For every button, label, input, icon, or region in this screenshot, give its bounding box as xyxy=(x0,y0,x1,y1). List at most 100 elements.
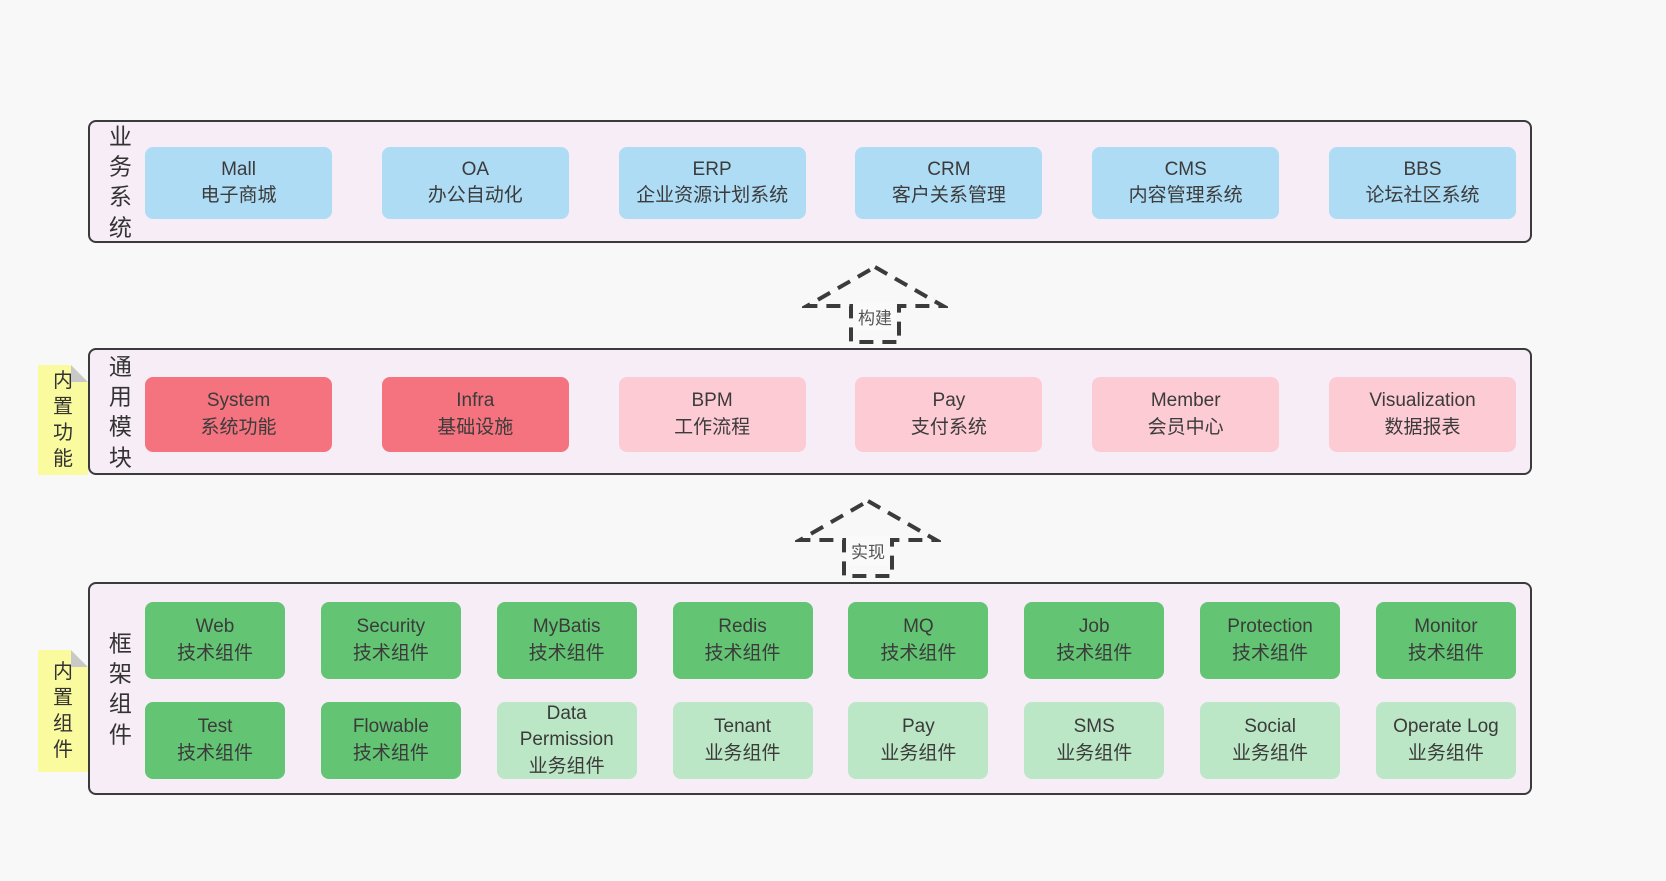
box-mybatis: MyBatis 技术组件 xyxy=(496,602,637,679)
dashed-up-arrow-icon xyxy=(802,264,948,344)
box-desc: 电子商城 xyxy=(200,185,277,206)
box-desc: 业务组件 xyxy=(1056,742,1133,764)
box-name: Test xyxy=(197,716,233,738)
box-desc: 业务组件 xyxy=(704,742,781,764)
box-infra: Infra 基础设施 xyxy=(381,377,569,452)
box-name: BPM xyxy=(691,390,733,412)
business-box-row: Mall 电子商城 OA 办公自动化 ERP 企业资源计划系统 CRM 客户关系… xyxy=(145,147,1516,219)
box-member: Member 会员中心 xyxy=(1092,377,1280,452)
box-crm: CRM 客户关系管理 xyxy=(855,147,1043,219)
box-desc: 业务组件 xyxy=(1407,742,1484,764)
folded-corner-icon xyxy=(71,650,88,667)
box-desc: 技术组件 xyxy=(176,642,253,664)
box-desc: 业务组件 xyxy=(880,742,957,764)
box-desc: 技术组件 xyxy=(352,642,429,664)
box-desc: 业务组件 xyxy=(1232,742,1309,764)
box-desc: 技术组件 xyxy=(1407,642,1484,664)
box-desc: 技术组件 xyxy=(880,642,957,664)
folded-corner-icon xyxy=(71,365,88,382)
components-box-row-2: Test 技术组件 Flowable 技术组件 Data Permission … xyxy=(145,702,1516,779)
box-name: Web xyxy=(195,616,235,638)
box-system: System 系统功能 xyxy=(145,377,332,452)
band-label-framework-components: 框架组件 xyxy=(108,629,132,747)
box-name: Pay xyxy=(932,390,966,412)
box-pay-business: Pay 业务组件 xyxy=(848,702,989,779)
box-name: MQ xyxy=(903,616,934,638)
box-desc: 业务组件 xyxy=(528,755,605,777)
box-name: CMS xyxy=(1164,158,1207,180)
box-desc: 技术组件 xyxy=(352,742,429,764)
box-desc: 技术组件 xyxy=(1232,642,1309,664)
box-desc: 基础设施 xyxy=(437,416,514,438)
box-monitor: Monitor 技术组件 xyxy=(1375,602,1516,679)
box-name: Redis xyxy=(718,616,767,638)
arrow-implement: 实现 xyxy=(795,498,941,580)
box-desc: 论坛社区系统 xyxy=(1365,185,1480,206)
box-name: Monitor xyxy=(1414,616,1478,638)
box-pay: Pay 支付系统 xyxy=(855,377,1043,452)
box-protection: Protection 技术组件 xyxy=(1200,602,1341,679)
box-flowable: Flowable 技术组件 xyxy=(320,702,461,779)
box-web: Web 技术组件 xyxy=(145,602,285,679)
box-erp: ERP 企业资源计划系统 xyxy=(618,147,806,219)
arrow-implement-label: 实现 xyxy=(847,536,889,565)
box-desc: 办公自动化 xyxy=(427,185,523,206)
box-operate-log: Operate Log 业务组件 xyxy=(1375,702,1516,779)
box-desc: 系统功能 xyxy=(200,416,277,438)
box-name: Infra xyxy=(456,390,495,412)
arrow-build: 构建 xyxy=(802,264,948,346)
box-job: Job 技术组件 xyxy=(1024,602,1165,679)
box-name: ERP xyxy=(692,158,732,180)
box-name: Mall xyxy=(221,158,256,180)
box-desc: 会员中心 xyxy=(1147,416,1224,438)
box-name: MyBatis xyxy=(532,616,601,638)
sticky-label: 内置功能 xyxy=(53,370,73,470)
band-label-common-modules: 通用模块 xyxy=(108,352,132,470)
box-name: BBS xyxy=(1403,158,1442,180)
box-name: Security xyxy=(356,616,426,638)
band-label-business-systems: 业务系统 xyxy=(108,122,132,240)
dashed-up-arrow-icon xyxy=(795,498,941,578)
box-name: SMS xyxy=(1073,716,1115,738)
box-name: Visualization xyxy=(1369,390,1476,412)
box-desc: 企业资源计划系统 xyxy=(636,185,789,206)
components-box-row-1: Web 技术组件 Security 技术组件 MyBatis 技术组件 Redi… xyxy=(145,602,1516,679)
band-business-systems: 业务系统 Mall 电子商城 OA 办公自动化 ERP 企业资源计划系统 CRM… xyxy=(88,120,1532,243)
sticky-note-built-in-components: 内置组件 xyxy=(38,650,88,772)
box-social: Social 业务组件 xyxy=(1200,702,1341,779)
box-desc: 技术组件 xyxy=(528,642,605,664)
box-desc: 技术组件 xyxy=(176,742,253,764)
box-test: Test 技术组件 xyxy=(145,702,285,779)
box-bpm: BPM 工作流程 xyxy=(618,377,806,452)
box-sms: SMS 业务组件 xyxy=(1024,702,1165,779)
box-desc: 技术组件 xyxy=(704,642,781,664)
box-oa: OA 办公自动化 xyxy=(381,147,569,219)
box-name: Data Permission xyxy=(519,703,614,751)
box-name: System xyxy=(206,390,271,412)
box-mq: MQ 技术组件 xyxy=(848,602,989,679)
box-name: CRM xyxy=(927,158,971,180)
box-name: Operate Log xyxy=(1393,716,1499,738)
box-redis: Redis 技术组件 xyxy=(672,602,813,679)
sticky-note-built-in-features: 内置功能 xyxy=(38,365,88,475)
box-name: Tenant xyxy=(714,716,772,738)
box-desc: 工作流程 xyxy=(674,416,751,438)
box-mall: Mall 电子商城 xyxy=(145,147,332,219)
box-name: OA xyxy=(461,158,490,180)
box-tenant: Tenant 业务组件 xyxy=(672,702,813,779)
band-common-modules: 通用模块 System 系统功能 Infra 基础设施 BPM 工作流程 Pay… xyxy=(88,348,1532,475)
box-cms: CMS 内容管理系统 xyxy=(1092,147,1280,219)
box-name: Member xyxy=(1150,390,1221,412)
box-desc: 支付系统 xyxy=(910,416,987,438)
box-data-permission: Data Permission 业务组件 xyxy=(496,702,637,779)
box-name: Flowable xyxy=(352,716,429,738)
box-bbs: BBS 论坛社区系统 xyxy=(1328,147,1516,219)
box-name: Protection xyxy=(1227,616,1313,638)
box-name: Job xyxy=(1078,616,1110,638)
box-visualization: Visualization 数据报表 xyxy=(1328,377,1516,452)
sticky-label: 内置组件 xyxy=(53,661,73,761)
box-name: Social xyxy=(1244,716,1296,738)
box-desc: 数据报表 xyxy=(1384,416,1461,438)
box-desc: 技术组件 xyxy=(1056,642,1133,664)
box-desc: 客户关系管理 xyxy=(891,185,1006,206)
